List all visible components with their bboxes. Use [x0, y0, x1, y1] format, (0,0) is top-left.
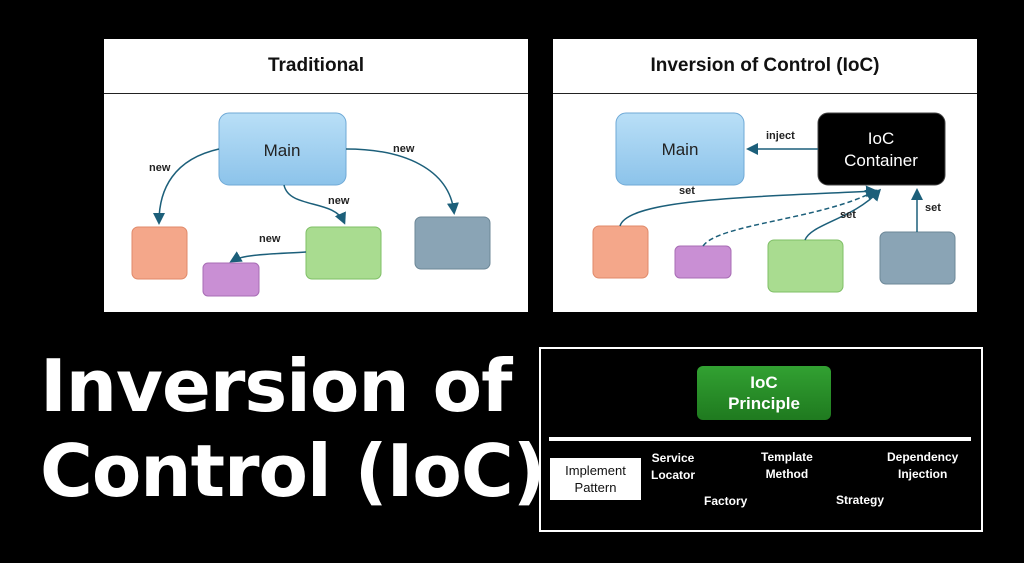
orange-box [592, 225, 649, 279]
main-label: Main [264, 141, 301, 160]
headline-line1: Inversion of [40, 344, 512, 428]
arrow-green-to-purple [229, 251, 307, 263]
arrow-purple-set [702, 189, 878, 247]
set-label-green: set [840, 209, 856, 221]
arrow-main-to-green [283, 184, 346, 225]
ioc-panel: Inversion of Control (IoC) Main IoC Cont… [553, 39, 977, 312]
pattern-factory: Factory [704, 494, 748, 508]
new-label-right: new [393, 143, 415, 155]
gray-box [879, 231, 956, 285]
principle-diagram: IoC Principle Implement Pattern Service … [539, 347, 983, 532]
arrow-green-set [804, 188, 882, 241]
dependency-injection-line1: Dependency [887, 450, 959, 464]
divider [549, 437, 971, 441]
ioc-principle-button: IoC Principle [697, 366, 831, 420]
container-line1: IoC [868, 129, 894, 148]
principle-line1: IoC [750, 373, 778, 392]
inject-label: inject [766, 130, 795, 142]
purple-box [202, 262, 260, 297]
new-label-left: new [149, 162, 171, 174]
set-label-gray: set [925, 202, 941, 214]
principle-line2: Principle [728, 394, 800, 413]
arrow-main-to-gray [345, 148, 459, 215]
arrow-orange-set [619, 185, 878, 227]
pattern-service-locator: Service Locator [651, 450, 695, 484]
container-line2: Container [844, 151, 918, 170]
main-label: Main [662, 140, 699, 159]
template-method-line1: Template [761, 450, 813, 464]
implement-pattern-box: Implement Pattern [550, 458, 641, 500]
purple-box [674, 245, 732, 279]
ioc-diagram: Main IoC Container inject set set set [592, 112, 956, 293]
pattern-template-method: Template Method [761, 449, 813, 483]
headline-line2: Control (IoC) [40, 429, 546, 513]
orange-box [131, 226, 188, 280]
traditional-panel: Traditional Main new new new new [104, 39, 528, 312]
green-box [305, 226, 382, 280]
new-label-middle: new [328, 195, 350, 207]
dependency-injection-line2: Injection [898, 467, 948, 481]
green-box [767, 239, 844, 293]
pattern-strategy: Strategy [836, 493, 885, 507]
service-locator-line2: Locator [651, 468, 696, 482]
traditional-title: Traditional [104, 39, 528, 94]
new-label-bottom: new [259, 233, 281, 245]
template-method-line2: Method [765, 467, 809, 481]
gray-box [414, 216, 491, 270]
pattern-dependency-injection: Dependency Injection [887, 449, 958, 483]
service-locator-line1: Service [651, 451, 695, 465]
ioc-container-box [817, 112, 946, 186]
arrow-main-to-orange [153, 148, 220, 225]
main-box [615, 112, 745, 186]
implement-line2: Pattern [574, 480, 617, 495]
implement-line1: Implement [565, 463, 626, 478]
traditional-diagram: Main new new new new [131, 112, 491, 297]
ioc-title: Inversion of Control (IoC) [553, 39, 977, 94]
set-label-orange: set [679, 185, 695, 197]
